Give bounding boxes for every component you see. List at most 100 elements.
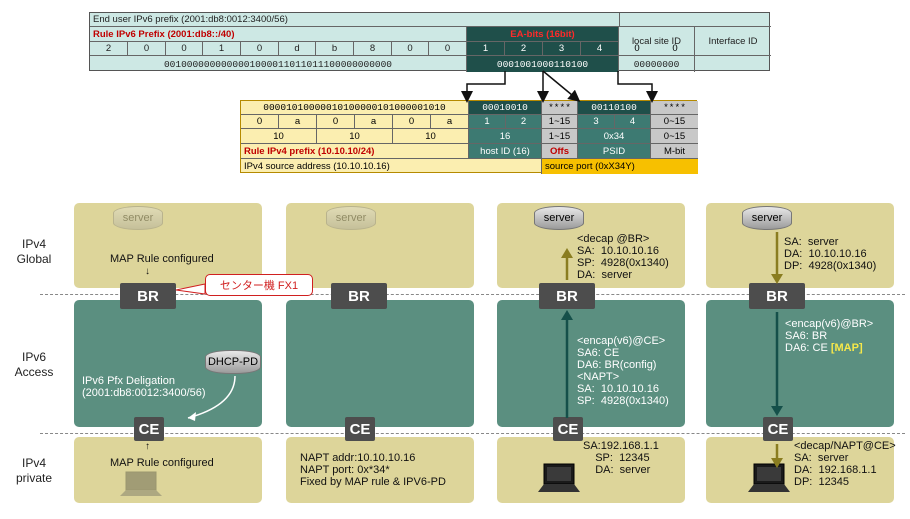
nibble-cell: 1 (469, 115, 506, 129)
rule-ipv4-prefix-label: Rule IPv4 prefix (10.10.10/24) (241, 144, 469, 159)
hex-cell: 2 (90, 42, 128, 56)
br-box: BR (331, 283, 387, 309)
ipv6-pfx-delegation-text: IPv6 Pfx Deligation (2001:db8:0012:3400/… (82, 375, 206, 399)
zone-private-col2 (286, 437, 474, 503)
dhcp-pd-server-icon: DHCP-PD (205, 350, 261, 374)
arrow-ea-to-mbit (617, 71, 658, 103)
interface-id-label: Interface ID (695, 27, 771, 56)
row-label-text: IPv4 private (15, 456, 53, 485)
local-site-bits: 00000000 (619, 56, 695, 72)
blank-cell (620, 13, 771, 27)
local-site-hex: 0 0 (618, 43, 694, 57)
hex-cell: 0 (241, 42, 279, 56)
ipv4-prefix-bits: 00001010000010100000101000001010 (241, 101, 469, 115)
center-machine-callout: センター機 FX1 (205, 274, 313, 296)
encap-at-ce-text: <encap(v6)@CE> SA6: CE DA6: BR(config) <… (577, 335, 669, 407)
rule-ipv6-prefix-label: Rule IPv6 Prefix (2001:db8::/40) (90, 27, 467, 42)
hex-cell: 0 (128, 42, 166, 56)
host-id-bits: 00010010 (469, 101, 542, 115)
br-box: BR (539, 283, 595, 309)
mbit-bits: **** (651, 101, 698, 115)
nibble-cell: 2 (506, 115, 542, 129)
server-icon: server (534, 206, 584, 230)
server-label: server (122, 212, 154, 224)
end-user-prefix-label: End user IPv6 prefix (2001:db8:0012:3400… (90, 13, 620, 27)
zone-global-col4 (706, 203, 894, 288)
nibble-cell: a (279, 115, 317, 129)
interface-bits-blank (695, 56, 771, 72)
server-label: server (335, 212, 367, 224)
octet-cell: 10 (317, 129, 393, 144)
ea-nibble-cell: 2 (505, 42, 543, 56)
octet-cell: 0x34 (578, 129, 651, 144)
nibble-cell: 0~15 (651, 115, 698, 129)
rule-prefix-bits: 0010000000000001000011011011100000000000 (90, 56, 467, 72)
zone-access-col4 (706, 300, 894, 427)
hex-cell: 8 (354, 42, 392, 56)
local-hex-cell: 0 (672, 43, 678, 54)
hex-cell: 1 (203, 42, 241, 56)
row-label-ipv6-access: IPv6 Access (14, 350, 54, 380)
octet-cell: 16 (469, 129, 542, 144)
ipv6-prefix-table: End user IPv6 prefix (2001:db8:0012:3400… (89, 12, 771, 72)
nibble-cell: 0 (317, 115, 355, 129)
ea-nibble-cell: 3 (543, 42, 581, 56)
hex-cell: 0 (392, 42, 429, 56)
octet-cell: 10 (241, 129, 317, 144)
row-label-ipv4-private: IPv4 private (14, 456, 54, 486)
row-label-ipv4-global: IPv4 Global (14, 237, 54, 267)
zone-private-col3 (497, 437, 685, 503)
ce-box: CE (345, 417, 375, 441)
nibble-cell: 3 (578, 115, 615, 129)
zone-private-col1 (74, 437, 262, 503)
decap-at-br-text: <decap @BR> SA: 10.10.10.16 SP: 4928(0x1… (577, 233, 669, 281)
laptop-icon (120, 471, 162, 496)
zone-global-col2 (286, 203, 474, 288)
ea-nibble-cell: 4 (581, 42, 619, 56)
nibble-cell: 0 (241, 115, 279, 129)
source-port-label: source port (0xX34Y) (542, 159, 698, 174)
row-label-text: IPv4 Global (16, 237, 52, 266)
local-hex-cell: 0 (634, 43, 640, 54)
ce-box: CE (763, 417, 793, 441)
ipv4-table: 00001010000010100000101000001010 0001001… (240, 100, 698, 174)
psid-label: PSID (578, 144, 651, 159)
map-rule-configured-top: MAP Rule configured (110, 253, 214, 265)
ea-nibble-cell: 1 (467, 42, 505, 56)
host-id-label: host ID (16) (469, 144, 542, 159)
nibble-cell: a (355, 115, 393, 129)
ipv4-source-address-label: IPv4 source address (10.10.10.16) (241, 159, 542, 174)
hex-cell: b (316, 42, 354, 56)
offset-bits: **** (542, 101, 578, 115)
ea-bits-label: EA-bits (16bit) (467, 27, 619, 42)
server-icon: server (113, 206, 163, 230)
nibble-cell: 4 (615, 115, 651, 129)
napt-info-text: NAPT addr:10.10.10.16 NAPT port: 0x*34* … (300, 452, 446, 488)
zone-global-col1 (74, 203, 262, 288)
arrow-ea-to-psid (542, 70, 581, 102)
octet-cell: 10 (393, 129, 469, 144)
br-box: BR (749, 283, 805, 309)
server-icon: server (742, 206, 792, 230)
private-packet-text: SA:192.168.1.1 SP: 12345 DA: server (583, 440, 659, 476)
server-icon: server (326, 206, 376, 230)
zone-private-col4 (706, 437, 894, 503)
zone-access-col2 (286, 300, 474, 427)
small-arrow-up: ↑ (145, 441, 150, 452)
arrow-ea-to-host (461, 71, 506, 103)
server-label: server (751, 212, 783, 224)
map-rule-configured-bottom: MAP Rule configured (110, 457, 214, 469)
server-reply-text: SA: server DA: 10.10.10.16 DP: 4928(0x13… (784, 236, 877, 272)
laptop-icon (538, 463, 580, 492)
server-label: server (543, 212, 575, 224)
map-highlight: [MAP] (830, 342, 863, 354)
row-separator (40, 294, 905, 295)
laptop-icon (748, 463, 790, 492)
local-site-id-label: local site ID (619, 27, 695, 56)
octet-cell: 0~15 (651, 129, 698, 144)
psid-bits: 00110100 (578, 101, 651, 115)
zone-access-col3 (497, 300, 685, 427)
hex-cell: 0 (429, 42, 467, 56)
ea-bits-binary: 0001001000110100 (467, 56, 619, 72)
nibble-cell: 1~15 (542, 115, 578, 129)
